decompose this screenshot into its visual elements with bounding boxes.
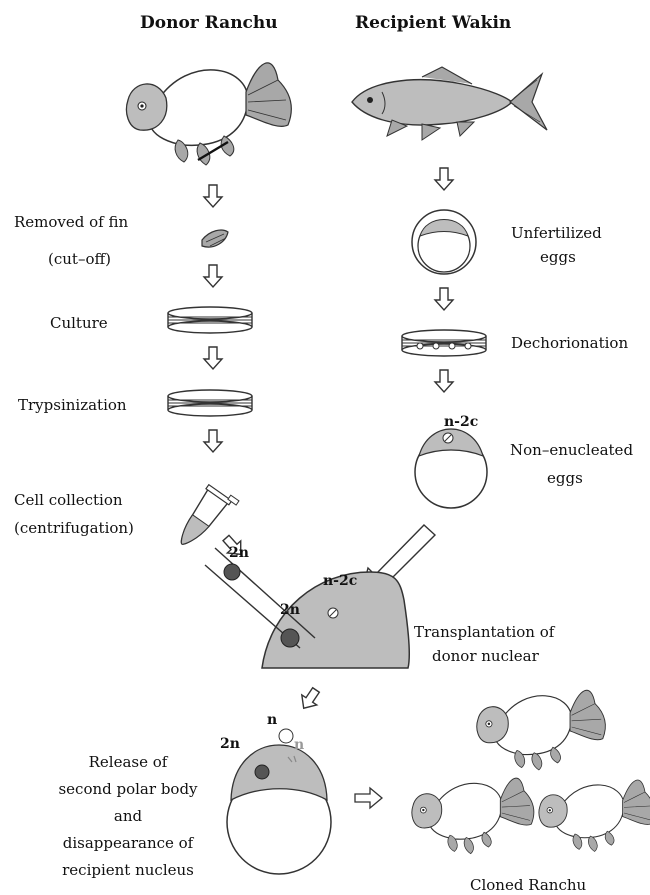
release-label-1: Release of xyxy=(89,753,169,771)
culture-dish xyxy=(168,307,252,333)
cloned-ranchu-label: Cloned Ranchu xyxy=(470,876,587,894)
release-label-2: second polar body xyxy=(58,780,198,798)
release-label: Release of second polar body and disappe… xyxy=(58,753,198,879)
non-enucleated-label-2: eggs xyxy=(547,469,583,487)
tag-n-bold: n xyxy=(267,712,277,728)
dechorionation-dish xyxy=(402,330,486,356)
unfertilized-label-2: eggs xyxy=(540,248,576,266)
cloned-ranchu-1 xyxy=(477,690,606,770)
arrow-left-1 xyxy=(204,185,222,207)
ploidy-tag-n2c: n-2c xyxy=(444,414,478,430)
tag-n2c-egg: n-2c xyxy=(323,573,357,589)
unfertilized-label-1: Unfertilized xyxy=(511,224,602,242)
tag-2n-pipette: 2n xyxy=(229,545,249,561)
cell-collection-label-1: Cell collection xyxy=(14,491,123,509)
release-label-4: disappearance of xyxy=(63,834,195,852)
arrow-left-2 xyxy=(204,265,222,287)
culture-label: Culture xyxy=(50,314,108,332)
arrow-left-3 xyxy=(204,347,222,369)
fin-removal-label-1: Removed of fin xyxy=(14,213,129,231)
non-enucleated-label-1: Non–enucleated xyxy=(510,441,633,459)
cloned-ranchu-2 xyxy=(412,778,534,854)
donor-header: Donor Ranchu xyxy=(140,13,278,33)
arrow-right-2 xyxy=(435,288,453,310)
transplantation-label-2: donor nuclear xyxy=(432,647,540,665)
donor-nucleus-1 xyxy=(224,564,240,580)
recipient-wakin-fish xyxy=(352,67,547,140)
tag-2n-egg: 2n xyxy=(280,602,300,618)
transplanted-nucleus xyxy=(255,765,269,779)
tag-n-light: n xyxy=(294,737,304,753)
arrow-right-3 xyxy=(435,370,453,392)
second-polar-body xyxy=(279,729,293,743)
release-label-3: and xyxy=(114,807,143,825)
tag-2n-release: 2n xyxy=(220,736,240,752)
release-label-5: recipient nucleus xyxy=(62,861,194,879)
unfertilized-egg xyxy=(412,210,476,274)
arrow-to-release xyxy=(296,685,323,713)
trypsinization-dish xyxy=(168,390,252,416)
arrow-left-4 xyxy=(204,430,222,452)
recipient-header: Recipient Wakin xyxy=(355,13,511,33)
arrow-right-1 xyxy=(435,168,453,190)
fin-removal-label-2: (cut–off) xyxy=(48,250,111,268)
donor-ranchu-fish xyxy=(127,63,292,165)
cell-collection-label-2: (centrifugation) xyxy=(14,519,134,537)
trypsinization-label: Trypsinization xyxy=(18,396,127,414)
transplantation-label-1: Transplantation of xyxy=(414,623,556,641)
dechorionation-label: Dechorionation xyxy=(511,334,628,352)
non-enucleated-egg xyxy=(415,429,487,508)
cloned-ranchu-3 xyxy=(539,780,650,851)
release-egg xyxy=(227,729,331,874)
arrow-to-cloned xyxy=(355,788,382,808)
donor-nucleus-2 xyxy=(281,629,299,647)
